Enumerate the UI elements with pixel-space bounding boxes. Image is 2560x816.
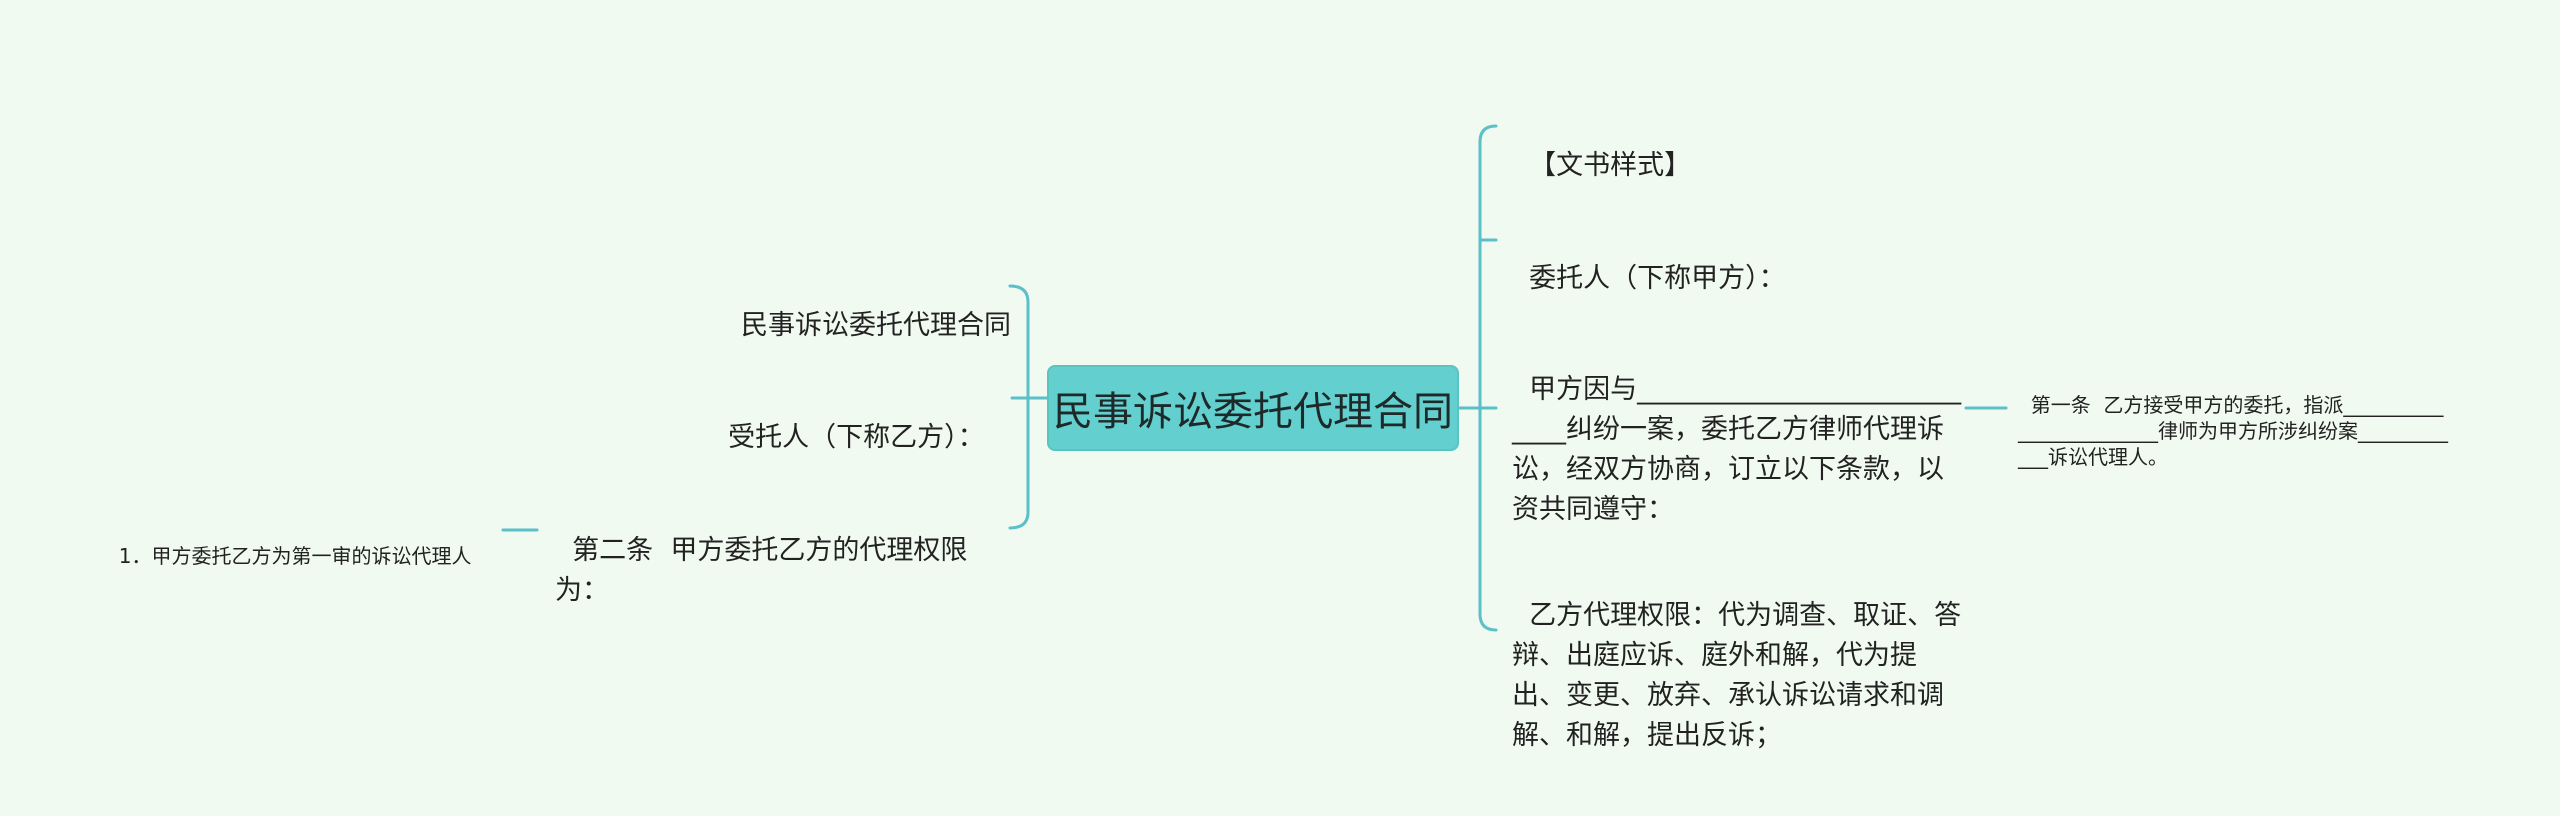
right-topic-label: 甲方因与____________________________纠纷一案，委托乙… xyxy=(1512,374,1962,525)
right-topic-label: 乙方代理权限：代为调查、取证、答辩、出庭应诉、庭外和解，代为提出、变更、放弃、承… xyxy=(1512,600,1962,751)
left-subtopic-first-instance[interactable]: 1．甲方委托乙方为第一审的诉讼代理人 xyxy=(106,517,506,569)
left-topic-trustee[interactable]: 受托人（下称乙方）： xyxy=(711,378,1001,458)
right-topic-principal[interactable]: 委托人（下称甲方）： xyxy=(1512,219,1832,299)
right-topic-dispute-case[interactable]: 甲方因与____________________________纠纷一案，委托乙… xyxy=(1512,330,1962,530)
right-subtopic-article-one[interactable]: 第一条 乙方接受甲方的委托，指派________________________… xyxy=(2018,366,2453,470)
left-topic-article-two[interactable]: 第二条 甲方委托乙方的代理权限为： xyxy=(555,491,985,611)
right-topic-label: 委托人（下称甲方）： xyxy=(1529,263,1786,294)
left-topic-label: 第二条 甲方委托乙方的代理权限为： xyxy=(555,535,968,606)
right-topic-label: 【文书样式】 xyxy=(1529,150,1692,181)
left-topic-contract-title[interactable]: 民事诉讼委托代理合同 xyxy=(711,266,1011,346)
central-topic[interactable]: 民事诉讼委托代理合同 xyxy=(1047,365,1459,451)
left-topic-label: 受托人（下称乙方）： xyxy=(728,422,985,453)
left-subtopic-label: 1．甲方委托乙方为第一审的诉讼代理人 xyxy=(118,544,472,568)
right-subtopic-label: 第一条 乙方接受甲方的委托，指派________________________… xyxy=(2018,393,2448,469)
connector-right-trunk xyxy=(1478,124,1498,632)
central-topic-label: 民事诉讼委托代理合同 xyxy=(1053,389,1453,435)
right-topic-agent-authority[interactable]: 乙方代理权限：代为调查、取证、答辩、出庭应诉、庭外和解，代为提出、变更、放弃、承… xyxy=(1512,556,1962,756)
left-topic-label: 民事诉讼委托代理合同 xyxy=(741,310,1011,341)
connector-left-trunk xyxy=(1008,284,1030,530)
right-topic-document-format[interactable]: 【文书样式】 xyxy=(1512,106,1812,186)
